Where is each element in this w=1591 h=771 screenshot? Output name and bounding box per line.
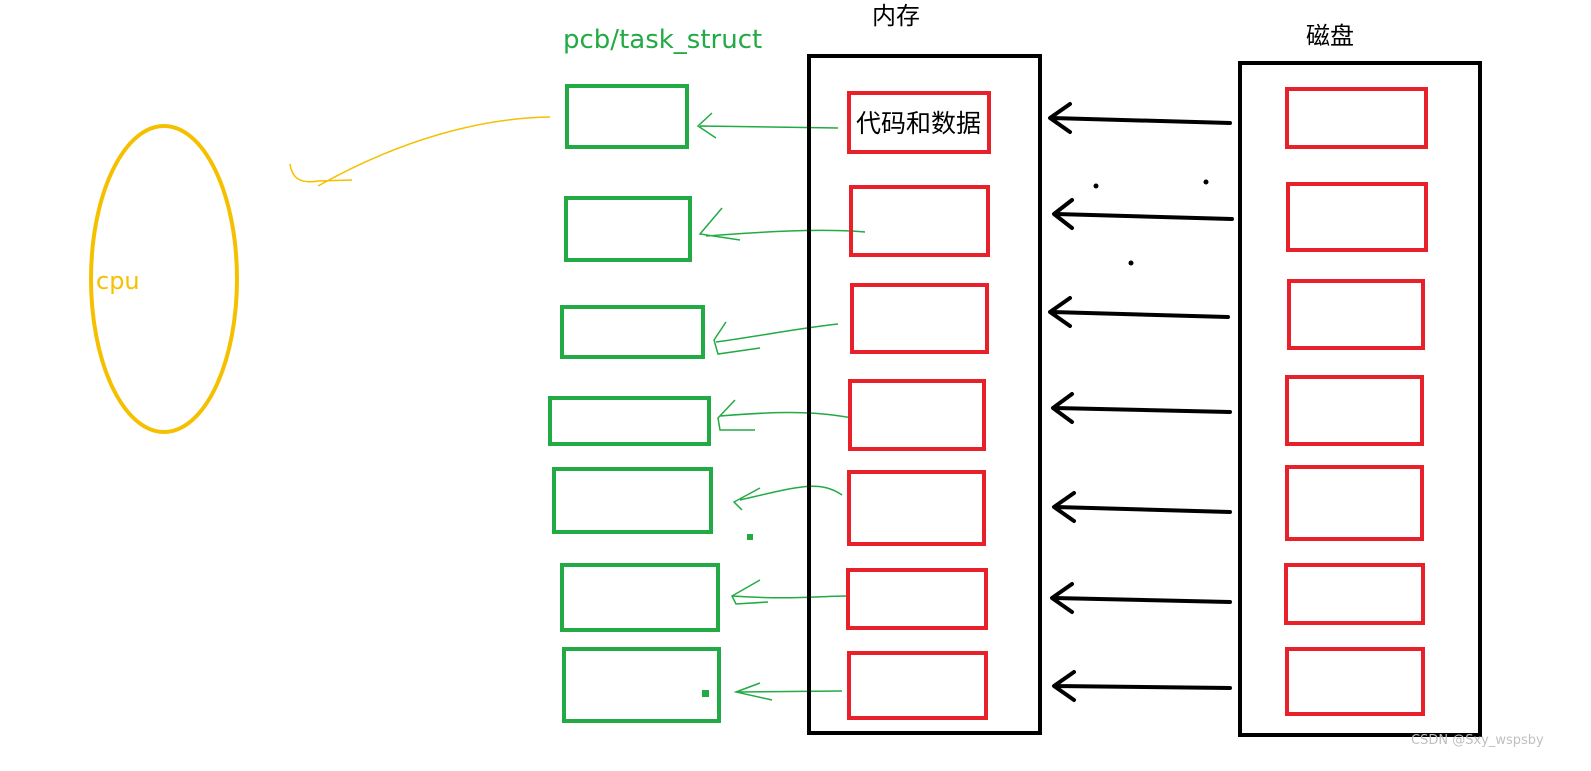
disk-box xyxy=(1284,563,1425,625)
pcb-box xyxy=(560,563,720,632)
disk-title: 磁盘 xyxy=(1306,22,1354,50)
green-dot xyxy=(702,690,709,697)
memory-title: 内存 xyxy=(872,2,920,30)
black-dot xyxy=(1203,179,1209,185)
disk-box xyxy=(1286,182,1428,252)
green-arrow xyxy=(732,485,843,511)
memory-box xyxy=(850,283,989,354)
green-arrow xyxy=(731,579,849,605)
green-arrow xyxy=(696,112,839,139)
cpu-ellipse xyxy=(89,124,239,434)
disk-box xyxy=(1285,647,1425,716)
disk-box xyxy=(1285,375,1424,446)
memory-box xyxy=(847,470,986,546)
disk-box xyxy=(1285,87,1428,149)
disk-box xyxy=(1285,465,1424,541)
watermark: CSDN @Sxy_wspsby xyxy=(1411,733,1544,748)
code-data-label: 代码和数据 xyxy=(856,109,981,138)
pcb-box xyxy=(548,396,711,446)
memory-box xyxy=(847,91,991,154)
disk-box xyxy=(1287,279,1425,350)
pcb-box xyxy=(562,647,721,723)
pcb-title: pcb/task_struct xyxy=(563,25,762,55)
black-arrows xyxy=(1048,102,1234,702)
pcb-box xyxy=(565,84,689,149)
pcb-box xyxy=(564,196,692,262)
green-arrow xyxy=(717,399,853,431)
black-arrow xyxy=(1050,582,1232,614)
disk-container xyxy=(1238,61,1482,737)
cpu-yellow-arrow xyxy=(289,116,551,187)
memory-container xyxy=(807,54,1042,735)
black-arrow xyxy=(1052,491,1232,523)
black-arrow xyxy=(1048,296,1230,328)
black-dot xyxy=(1093,183,1099,189)
green-arrow xyxy=(698,207,866,241)
memory-box xyxy=(849,185,990,257)
memory-box xyxy=(848,379,986,451)
pcb-box xyxy=(560,305,705,359)
pcb-box xyxy=(552,467,713,534)
black-arrow xyxy=(1051,392,1232,424)
green-dot xyxy=(747,534,753,540)
memory-box xyxy=(847,651,988,720)
green-arrows xyxy=(696,112,866,701)
black-arrow xyxy=(1052,670,1232,702)
memory-box xyxy=(846,568,988,630)
green-arrow xyxy=(733,682,843,701)
black-dot xyxy=(1128,260,1134,266)
black-arrow xyxy=(1052,198,1234,230)
green-arrow xyxy=(713,321,839,355)
black-arrow xyxy=(1048,102,1232,134)
cpu-label: cpu xyxy=(96,267,140,295)
